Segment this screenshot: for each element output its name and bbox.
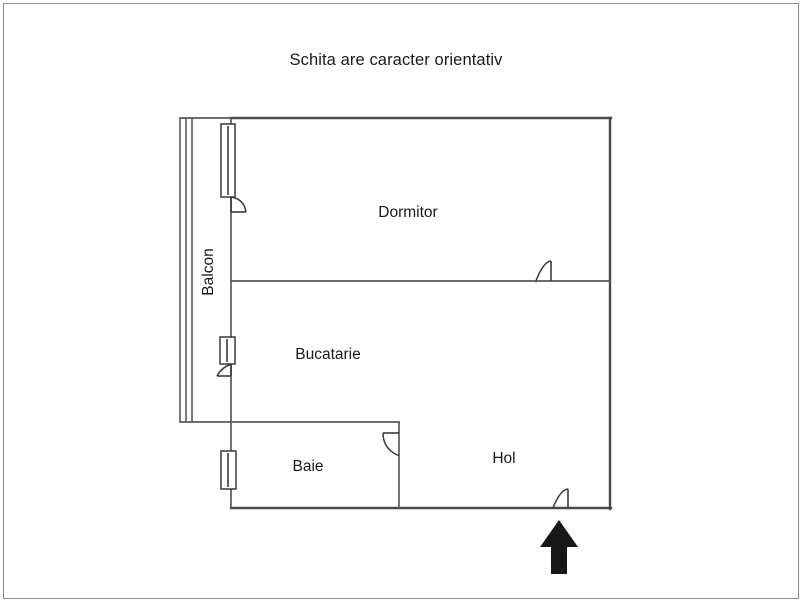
entrance-arrow <box>540 520 578 574</box>
page-title: Schita are caracter orientativ <box>289 51 503 69</box>
room-label-hol: Hol <box>492 450 515 467</box>
room-label-bucatarie: Bucatarie <box>295 346 360 363</box>
exterior-walls <box>229 116 613 511</box>
balcony-glazing <box>179 117 233 423</box>
interior-walls <box>230 280 611 509</box>
room-label-baie: Baie <box>292 458 323 475</box>
room-label-dormitor: Dormitor <box>378 204 437 221</box>
entrance-door <box>552 488 569 509</box>
balcony-door-dormitor <box>220 123 247 213</box>
baie-door <box>382 432 399 456</box>
balcony-door-bucatarie <box>216 336 236 377</box>
baie-window <box>220 450 237 490</box>
room-label-balcon: Balcon <box>200 248 217 295</box>
dormitor-door <box>535 260 552 283</box>
